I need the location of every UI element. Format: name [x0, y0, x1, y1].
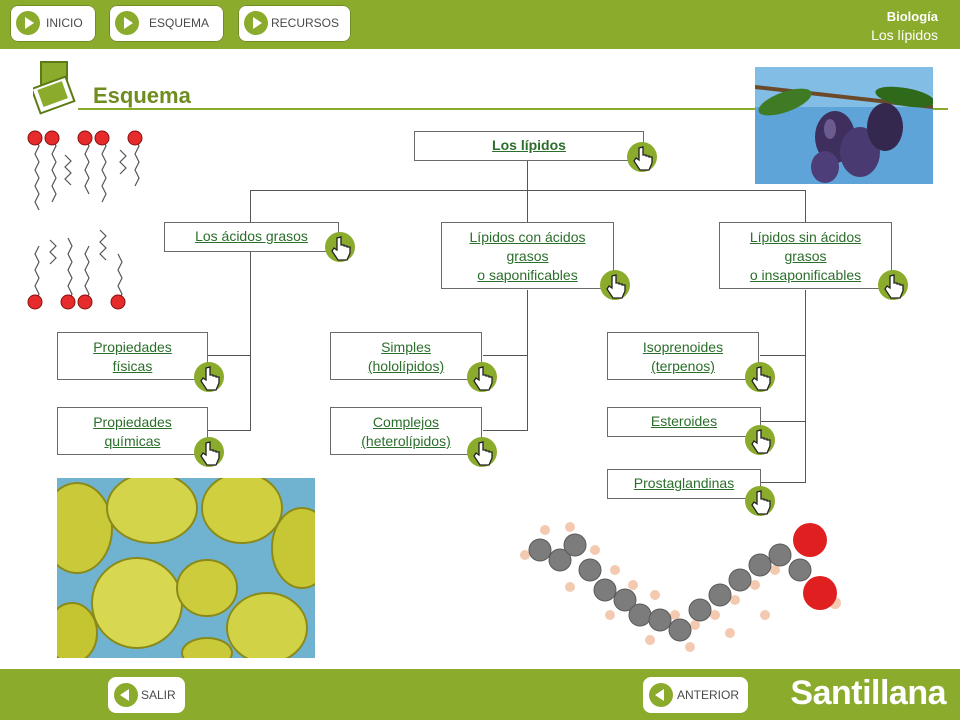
- prostaglandins-link[interactable]: Prostaglandinas: [607, 469, 761, 499]
- insap-line-3: o insaponificables: [749, 267, 862, 283]
- plums-photo: [755, 67, 933, 184]
- salir-label: SALIR: [141, 688, 176, 702]
- anterior-label: ANTERIOR: [677, 688, 740, 702]
- title-divider: [78, 108, 948, 110]
- root-node-link[interactable]: Los lípidos: [414, 131, 644, 161]
- physical-line-2: físicas: [112, 358, 153, 374]
- connector: [483, 430, 528, 431]
- fat-cells-photo: [57, 478, 315, 658]
- recursos-button[interactable]: RECURSOS: [238, 5, 351, 42]
- membrane-illustration: [27, 130, 143, 310]
- back-icon: [114, 683, 138, 707]
- page-title: Esquema: [93, 83, 191, 108]
- connector: [527, 290, 528, 431]
- esquema-button[interactable]: ESQUEMA: [109, 5, 224, 42]
- connector: [208, 355, 251, 356]
- complex-line-1: Complejos: [372, 414, 440, 430]
- subject-name: Biología: [886, 9, 938, 24]
- complex-line-2: (heterolípidos): [361, 433, 451, 449]
- subject-header: Biología Los lípidos: [871, 7, 938, 45]
- back-icon: [649, 683, 673, 707]
- hand-pointer-icon[interactable]: [627, 142, 657, 172]
- inicio-label: INICIO: [46, 16, 83, 30]
- connector: [250, 190, 806, 191]
- play-icon: [16, 11, 40, 35]
- insaponifiable-link[interactable]: Lípidos sin ácidos grasos o insaponifica…: [719, 222, 892, 289]
- chemical-line-1: Propiedades: [93, 414, 172, 430]
- play-icon: [244, 11, 268, 35]
- connector: [250, 251, 251, 431]
- complex-lipids-link[interactable]: Complejos (heterolípidos): [330, 407, 482, 455]
- hand-pointer-icon[interactable]: [467, 437, 497, 467]
- chemical-properties-link[interactable]: Propiedades químicas: [57, 407, 208, 455]
- saponifiable-link[interactable]: Lípidos con ácidos grasos o saponificabl…: [441, 222, 614, 289]
- sap-line-1: Lípidos con ácidos: [469, 229, 586, 245]
- hand-pointer-icon[interactable]: [194, 362, 224, 392]
- hand-pointer-icon[interactable]: [325, 232, 355, 262]
- hand-pointer-icon[interactable]: [745, 362, 775, 392]
- play-icon: [115, 11, 139, 35]
- sap-line-3: o saponificables: [477, 267, 578, 283]
- isoprenoids-link[interactable]: Isoprenoides (terpenos): [607, 332, 759, 380]
- recursos-label: RECURSOS: [271, 16, 340, 30]
- insap-line-1: Lípidos sin ácidos: [749, 229, 862, 245]
- simple-line-1: Simples: [381, 339, 431, 355]
- sap-line-2: grasos: [506, 248, 549, 264]
- physical-line-1: Propiedades: [93, 339, 172, 355]
- hand-pointer-icon[interactable]: [600, 270, 630, 300]
- fatty-acids-link[interactable]: Los ácidos grasos: [164, 222, 339, 252]
- hand-pointer-icon[interactable]: [194, 437, 224, 467]
- chemical-line-2: químicas: [104, 433, 161, 449]
- fatty-acid-molecule: [520, 522, 841, 652]
- connector: [760, 482, 806, 483]
- connector: [760, 421, 806, 422]
- steroids-link[interactable]: Esteroides: [607, 407, 761, 437]
- fatty-acids-label: Los ácidos grasos: [195, 228, 308, 244]
- anterior-button[interactable]: ANTERIOR: [643, 677, 748, 713]
- connector: [760, 355, 806, 356]
- connector: [805, 290, 806, 483]
- connector: [208, 430, 251, 431]
- esquema-label: ESQUEMA: [149, 16, 210, 30]
- brand-logo: Santillana: [790, 674, 946, 712]
- connector: [483, 355, 528, 356]
- iso-line-2: (terpenos): [651, 358, 715, 374]
- root-label: Los lípidos: [492, 137, 566, 153]
- prosta-label: Prostaglandinas: [633, 475, 735, 491]
- folder-icon: [33, 61, 76, 115]
- connector: [250, 190, 251, 222]
- simple-lipids-link[interactable]: Simples (hololípidos): [330, 332, 482, 380]
- inicio-button[interactable]: INICIO: [10, 5, 96, 42]
- hand-pointer-icon[interactable]: [878, 270, 908, 300]
- physical-properties-link[interactable]: Propiedades físicas: [57, 332, 208, 380]
- simple-line-2: (hololípidos): [367, 358, 445, 374]
- hand-pointer-icon[interactable]: [745, 425, 775, 455]
- connector: [527, 190, 528, 222]
- iso-line-1: Isoprenoides: [642, 339, 724, 355]
- hand-pointer-icon[interactable]: [745, 486, 775, 516]
- insap-line-2: grasos: [784, 248, 827, 264]
- hand-pointer-icon[interactable]: [467, 362, 497, 392]
- connector: [805, 190, 806, 222]
- salir-button[interactable]: SALIR: [108, 677, 185, 713]
- subject-topic: Los lípidos: [871, 27, 938, 43]
- connector: [527, 160, 528, 190]
- steroids-label: Esteroides: [650, 413, 718, 429]
